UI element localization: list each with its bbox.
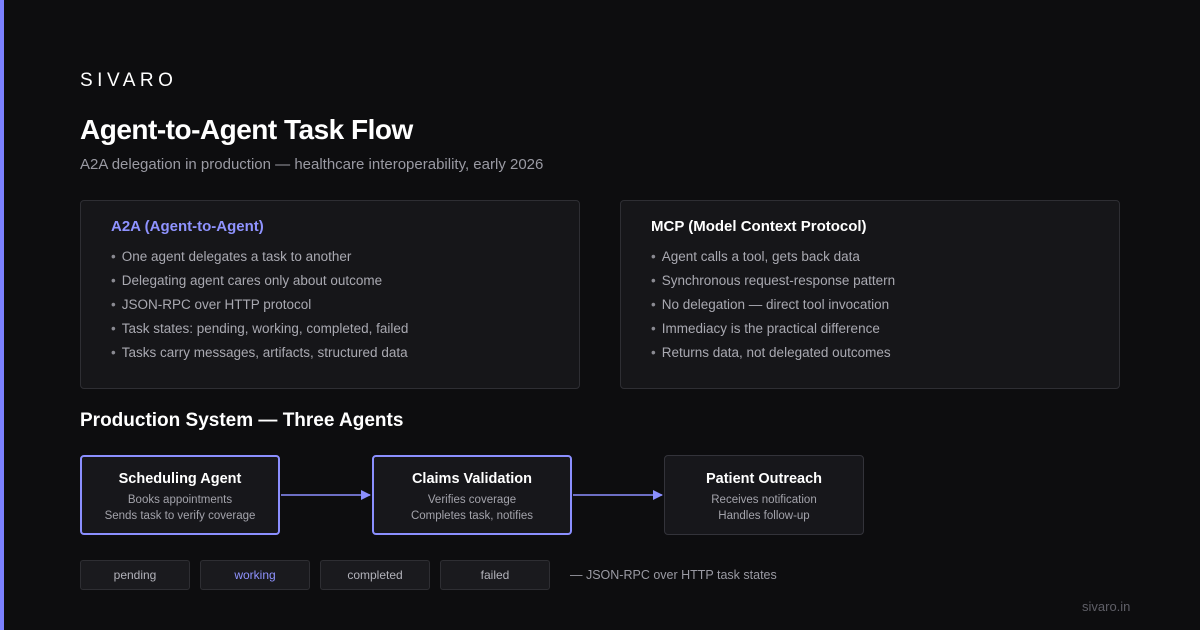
bullet-icon: • xyxy=(651,273,656,288)
list-item: • Tasks carry messages, artifacts, struct… xyxy=(111,344,408,368)
bullet-icon: • xyxy=(651,249,656,264)
agent-name: Patient Outreach xyxy=(705,471,823,487)
list-item-text: JSON-RPC over HTTP protocol xyxy=(121,297,312,312)
list-item-text: One agent delegates a task to another xyxy=(121,249,352,264)
mcp-panel: MCP (Model Context Protocol) • Agent call… xyxy=(620,200,1120,389)
list-item-text: Task states: pending, working, completed… xyxy=(121,321,409,336)
footer-link[interactable]: sivaro.in xyxy=(1082,599,1131,614)
bullet-icon: • xyxy=(111,249,116,264)
state-chip-working: working xyxy=(200,560,310,590)
agent-name: Scheduling Agent xyxy=(118,471,242,487)
bullet-icon: • xyxy=(111,273,116,288)
list-item-text: Tasks carry messages, artifacts, structu… xyxy=(121,345,408,360)
a2a-bullet-list: • One agent delegates a task to another •… xyxy=(111,248,408,368)
state-chip-completed: completed xyxy=(320,560,430,590)
page-title: Agent-to-Agent Task Flow xyxy=(80,114,413,145)
mcp-panel-heading: MCP (Model Context Protocol) xyxy=(651,218,867,235)
agent-detail: Receives notification xyxy=(711,494,817,506)
list-item-text: No delegation — direct tool invocation xyxy=(661,297,890,312)
state-chip-failed: failed xyxy=(440,560,550,590)
list-item: • Task states: pending, working, complete… xyxy=(111,320,408,344)
list-item: • Immediacy is the practical difference xyxy=(651,320,895,344)
production-heading: Production System — Three Agents xyxy=(80,410,404,431)
bullet-icon: • xyxy=(111,297,116,312)
a2a-panel-heading: A2A (Agent-to-Agent) xyxy=(111,218,264,235)
agent-node-claims-validation: Claims Validation Verifies coverage Comp… xyxy=(372,455,572,535)
agent-detail: Books appointments xyxy=(127,494,233,506)
list-item: • One agent delegates a task to another xyxy=(111,248,408,272)
list-item-text: Delegating agent cares only about outcom… xyxy=(121,273,383,288)
bullet-icon: • xyxy=(651,321,656,336)
page-subtitle: A2A delegation in production — healthcar… xyxy=(80,156,544,173)
a2a-panel: A2A (Agent-to-Agent) • One agent delegate… xyxy=(80,200,580,389)
agent-node-patient-outreach: Patient Outreach Receives notification H… xyxy=(664,455,864,535)
agent-node-scheduling: Scheduling Agent Books appointments Send… xyxy=(80,455,280,535)
bullet-icon: • xyxy=(651,345,656,360)
agent-detail: Completes task, notifies xyxy=(410,510,534,522)
list-item-text: Immediacy is the practical difference xyxy=(661,321,880,336)
list-item: • Delegating agent cares only about outco… xyxy=(111,272,408,296)
list-item-text: Agent calls a tool, gets back data xyxy=(661,249,860,264)
agent-name: Claims Validation xyxy=(411,471,533,487)
bullet-icon: • xyxy=(651,297,656,312)
bullet-icon: • xyxy=(111,321,116,336)
bullet-icon: • xyxy=(111,345,116,360)
list-item: • JSON-RPC over HTTP protocol xyxy=(111,296,408,320)
agent-detail: Handles follow-up xyxy=(718,510,810,522)
state-chip-pending: pending xyxy=(80,560,190,590)
task-states-note: — JSON-RPC over HTTP task states xyxy=(570,568,777,582)
list-item-text: Synchronous request-response pattern xyxy=(661,273,896,288)
mcp-bullet-list: • Agent calls a tool, gets back data • Syn… xyxy=(651,248,895,368)
list-item-text: Returns data, not delegated outcomes xyxy=(661,345,891,360)
agent-detail: Sends task to verify coverage xyxy=(104,510,256,522)
brand-logo: SIVARO xyxy=(80,70,178,91)
list-item: • No delegation — direct tool invocation xyxy=(651,296,895,320)
list-item: • Synchronous request-response pattern xyxy=(651,272,895,296)
agent-detail: Verifies coverage xyxy=(427,494,517,506)
list-item: • Returns data, not delegated outcomes xyxy=(651,344,895,368)
list-item: • Agent calls a tool, gets back data xyxy=(651,248,895,272)
accent-bar xyxy=(0,0,4,630)
